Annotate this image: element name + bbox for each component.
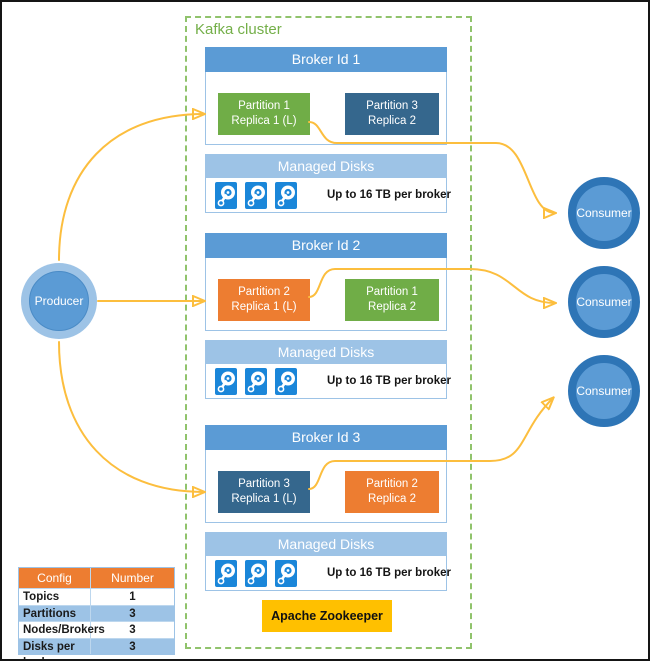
number-cell: 3 <box>129 624 136 636</box>
managed-disk-icon <box>275 367 297 395</box>
partition-box: Partition 2 Replica 1 (L) <box>218 279 310 321</box>
partition-box: Partition 1 Replica 2 <box>345 279 439 321</box>
kafka-cluster-label: Kafka cluster <box>195 21 282 38</box>
managed-disk-icon <box>215 559 237 587</box>
number-cell: 3 <box>129 607 136 620</box>
broker-1: Broker Id 1 Partition 1 Replica 1 (L) Pa… <box>205 47 451 213</box>
consumer-node-1: Consumer <box>568 177 640 249</box>
disk-box: Up to 16 TB per broker <box>205 364 451 399</box>
managed-disks-bar: Managed Disks <box>205 340 447 364</box>
number-cell: 1 <box>129 591 136 603</box>
table-row: Nodes/Brokers 3 <box>19 621 174 638</box>
number-cell: 3 <box>129 640 136 653</box>
zookeeper-box: Apache Zookeeper <box>262 600 392 632</box>
config-cell: Partitions <box>19 605 91 621</box>
replica-label: Replica 2 <box>368 301 416 313</box>
producer-node: Producer <box>21 263 97 339</box>
replica-label: Replica 1 (L) <box>231 115 297 127</box>
replica-label: Replica 2 <box>368 115 416 127</box>
replica-label: Replica 1 (L) <box>231 493 297 505</box>
consumer-node-3: Consumer <box>568 355 640 427</box>
table-row: Partitions 3 <box>19 604 174 621</box>
broker-1-body: Partition 1 Replica 1 (L) Partition 3 Re… <box>205 72 447 145</box>
partition-label: Partition 2 <box>366 478 418 491</box>
disk-capacity-note: Up to 16 TB per broker <box>327 567 451 579</box>
managed-disk-icon <box>275 559 297 587</box>
partition-box: Partition 3 Replica 2 <box>345 93 439 135</box>
partition-label: Partition 3 <box>366 100 418 113</box>
disk-capacity-note: Up to 16 TB per broker <box>327 189 451 201</box>
config-cell: Disks per broker <box>19 638 91 659</box>
partition-label: Partition 3 <box>238 478 290 491</box>
arrow-producer-to-partition1 <box>58 114 204 261</box>
arrow-producer-to-partition3 <box>58 341 204 492</box>
broker-2-title: Broker Id 2 <box>205 233 447 258</box>
partition-label: Partition 1 <box>366 286 418 299</box>
table-row: Disks per broker 3 <box>19 637 174 659</box>
broker-3: Broker Id 3 Partition 3 Replica 1 (L) Pa… <box>205 425 451 591</box>
managed-disk-icon <box>245 559 267 587</box>
partition-label: Partition 2 <box>238 286 290 299</box>
disk-box: Up to 16 TB per broker <box>205 178 451 213</box>
config-table: Config Number Topics 1 Partitions 3 Node… <box>18 567 175 659</box>
kafka-cluster-boundary: Kafka cluster <box>185 16 472 649</box>
managed-disk-icon <box>215 181 237 209</box>
config-cell: Topics <box>19 589 91 605</box>
replica-label: Replica 2 <box>368 493 416 505</box>
managed-disks-bar: Managed Disks <box>205 154 447 178</box>
managed-disk-icon <box>275 181 297 209</box>
disk-box: Up to 16 TB per broker <box>205 556 451 591</box>
number-header-cell: Number <box>111 571 154 585</box>
disk-capacity-note: Up to 16 TB per broker <box>327 375 451 387</box>
managed-disk-icon <box>245 367 267 395</box>
replica-label: Replica 1 (L) <box>231 301 297 313</box>
producer-label: Producer <box>29 271 89 331</box>
consumer-node-2: Consumer <box>568 266 640 338</box>
broker-3-title: Broker Id 3 <box>205 425 447 450</box>
config-header-cell: Config <box>19 568 91 588</box>
managed-disk-icon <box>215 367 237 395</box>
partition-box: Partition 2 Replica 2 <box>345 471 439 513</box>
partition-label: Partition 1 <box>238 100 290 113</box>
config-table-header: Config Number <box>19 568 174 588</box>
broker-2-body: Partition 2 Replica 1 (L) Partition 1 Re… <box>205 258 447 331</box>
broker-1-title: Broker Id 1 <box>205 47 447 72</box>
config-cell: Nodes/Brokers <box>19 622 105 638</box>
table-row: Topics 1 <box>19 588 174 605</box>
partition-box: Partition 3 Replica 1 (L) <box>218 471 310 513</box>
managed-disk-icon <box>245 181 267 209</box>
managed-disks-bar: Managed Disks <box>205 532 447 556</box>
broker-2: Broker Id 2 Partition 2 Replica 1 (L) Pa… <box>205 233 451 399</box>
partition-box: Partition 1 Replica 1 (L) <box>218 93 310 135</box>
broker-3-body: Partition 3 Replica 1 (L) Partition 2 Re… <box>205 450 447 523</box>
